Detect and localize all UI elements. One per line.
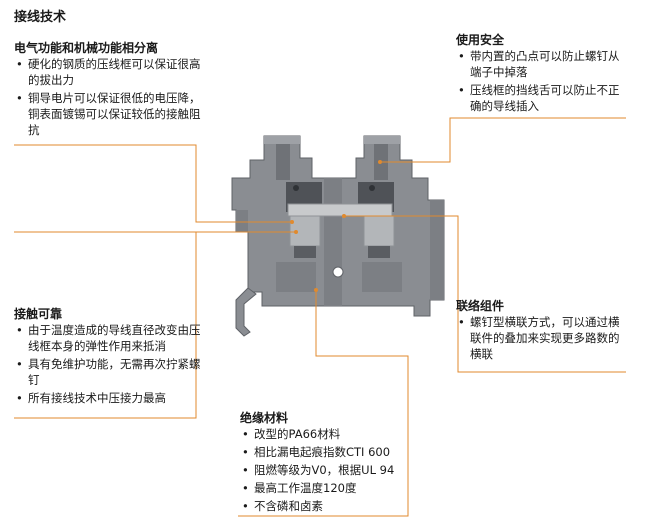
section-insulation-list: 改型的PA66材料 相比漏电起痕指数CTI 600 阻燃等级为V0，根据UL 9… bbox=[240, 426, 406, 514]
section-safety-title: 使用安全 bbox=[456, 33, 505, 47]
section-contact: 接触可靠 由于温度造成的导线直径改变由压线框本身的弹性作用来抵消 具有免维护功能… bbox=[14, 306, 204, 408]
section-safety: 使用安全 带内置的凸点可以防止螺钉从端子中掉落 压线框的挡线舌可以防止不正确的导… bbox=[456, 32, 628, 116]
page-title: 接线技术 bbox=[14, 10, 67, 25]
section-insulation: 绝缘材料 改型的PA66材料 相比漏电起痕指数CTI 600 阻燃等级为V0，根… bbox=[240, 410, 406, 516]
leader-lines bbox=[14, 117, 626, 517]
list-item: 由于温度造成的导线直径改变由压线框本身的弹性作用来抵消 bbox=[14, 322, 204, 354]
list-item: 硬化的钢质的压线框可以保证很高的拔出力 bbox=[14, 56, 204, 88]
list-item: 阻燃等级为V0，根据UL 94 bbox=[240, 462, 406, 478]
list-item: 最高工作温度120度 bbox=[240, 480, 406, 496]
terminal-block bbox=[231, 135, 445, 337]
section-safety-list: 带内置的凸点可以防止螺钉从端子中掉落 压线框的挡线舌可以防止不正确的导线插入 bbox=[456, 48, 628, 114]
section-separation-list: 硬化的钢质的压线框可以保证很高的拔出力 铜导电片可以保证很低的电压降，铜表面镀锡… bbox=[14, 56, 204, 138]
section-insulation-title: 绝缘材料 bbox=[240, 411, 289, 425]
list-item: 不含磷和卤素 bbox=[240, 498, 406, 514]
list-item: 所有接线技术中压接力最高 bbox=[14, 390, 204, 406]
section-separation-title: 电气功能和机械功能相分离 bbox=[14, 41, 159, 55]
section-contact-title: 接触可靠 bbox=[14, 307, 63, 321]
section-linking-list: 螺钉型横联方式，可以通过横联件的叠加来实现更多路数的横联 bbox=[456, 314, 628, 362]
list-item: 螺钉型横联方式，可以通过横联件的叠加来实现更多路数的横联 bbox=[456, 314, 628, 362]
list-item: 铜导电片可以保证很低的电压降，铜表面镀锡可以保证较低的接触阻抗 bbox=[14, 90, 204, 138]
list-item: 带内置的凸点可以防止螺钉从端子中掉落 bbox=[456, 48, 628, 80]
list-item: 相比漏电起痕指数CTI 600 bbox=[240, 444, 406, 460]
section-linking-title: 联络组件 bbox=[456, 299, 505, 313]
section-separation: 电气功能和机械功能相分离 硬化的钢质的压线框可以保证很高的拔出力 铜导电片可以保… bbox=[14, 40, 204, 140]
section-linking: 联络组件 螺钉型横联方式，可以通过横联件的叠加来实现更多路数的横联 bbox=[456, 298, 628, 364]
section-contact-list: 由于温度造成的导线直径改变由压线框本身的弹性作用来抵消 具有免维护功能，无需再次… bbox=[14, 322, 204, 406]
list-item: 压线框的挡线舌可以防止不正确的导线插入 bbox=[456, 82, 628, 114]
list-item: 改型的PA66材料 bbox=[240, 426, 406, 442]
list-item: 具有免维护功能，无需再次拧紧螺钉 bbox=[14, 356, 204, 388]
